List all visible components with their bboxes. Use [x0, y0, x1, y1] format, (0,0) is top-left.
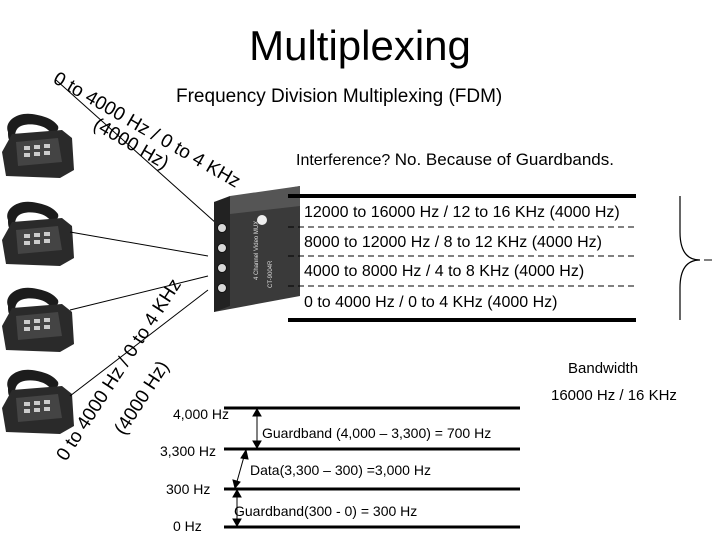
freq-level-4000: 4,000 Hz [173, 406, 229, 422]
link-line [69, 275, 209, 311]
top-link-label: 0 to 4000 Hz / 0 to 4 KHz [50, 68, 244, 192]
bandwidth-value: 16000 Hz / 16 KHz [551, 387, 677, 404]
bandwidth-brace [679, 196, 701, 320]
data-band-arrow [232, 448, 249, 490]
phone-icon [2, 369, 74, 434]
guardband-top-label: Guardband (4,000 – 3,300) = 700 Hz [262, 425, 491, 441]
bandwidth-label: Bandwidth [568, 360, 639, 377]
channel-label-4: 12000 to 16000 Hz / 12 to 16 KHz (4000 H… [304, 204, 620, 221]
freq-level-3300: 3,300 Hz [160, 443, 216, 459]
phone-icon [2, 287, 74, 352]
interference-question: Interference? [296, 152, 391, 169]
link-line [69, 289, 209, 397]
channel-label-3: 8000 to 12000 Hz / 8 to 12 KHz (4000 Hz) [304, 234, 602, 251]
guardband-bottom-arrow [232, 488, 242, 528]
device-model: CT-9004R [268, 260, 274, 288]
page-title: Multiplexing [249, 22, 471, 69]
link-line [69, 231, 209, 257]
subtitle: Frequency Division Multiplexing (FDM) [176, 86, 503, 107]
data-band-label: Data(3,300 – 300) =3,000 Hz [250, 462, 431, 478]
guardband-top-arrow [252, 407, 262, 450]
interference-answer: No. Because of Guardbands. [394, 150, 614, 169]
link-line [55, 79, 227, 233]
phone-icon [2, 113, 74, 178]
freq-level-0: 0 Hz [173, 518, 202, 534]
guardband-bottom-label: Guardband(300 - 0) = 300 Hz [234, 503, 417, 519]
multiplexer-device: 4 Channel Video MUX CT-9004R [214, 186, 300, 312]
freq-level-300: 300 Hz [166, 481, 210, 497]
phone-icon [2, 201, 74, 266]
channel-label-1: 0 to 4000 Hz / 0 to 4 KHz (4000 Hz) [304, 294, 557, 311]
interference-note: Interference? No. Because of Guardbands. [296, 150, 614, 170]
channel-label-2: 4000 to 8000 Hz / 4 to 8 KHz (4000 Hz) [304, 263, 584, 280]
device-label: 4 Channel Video MUX [254, 221, 260, 280]
